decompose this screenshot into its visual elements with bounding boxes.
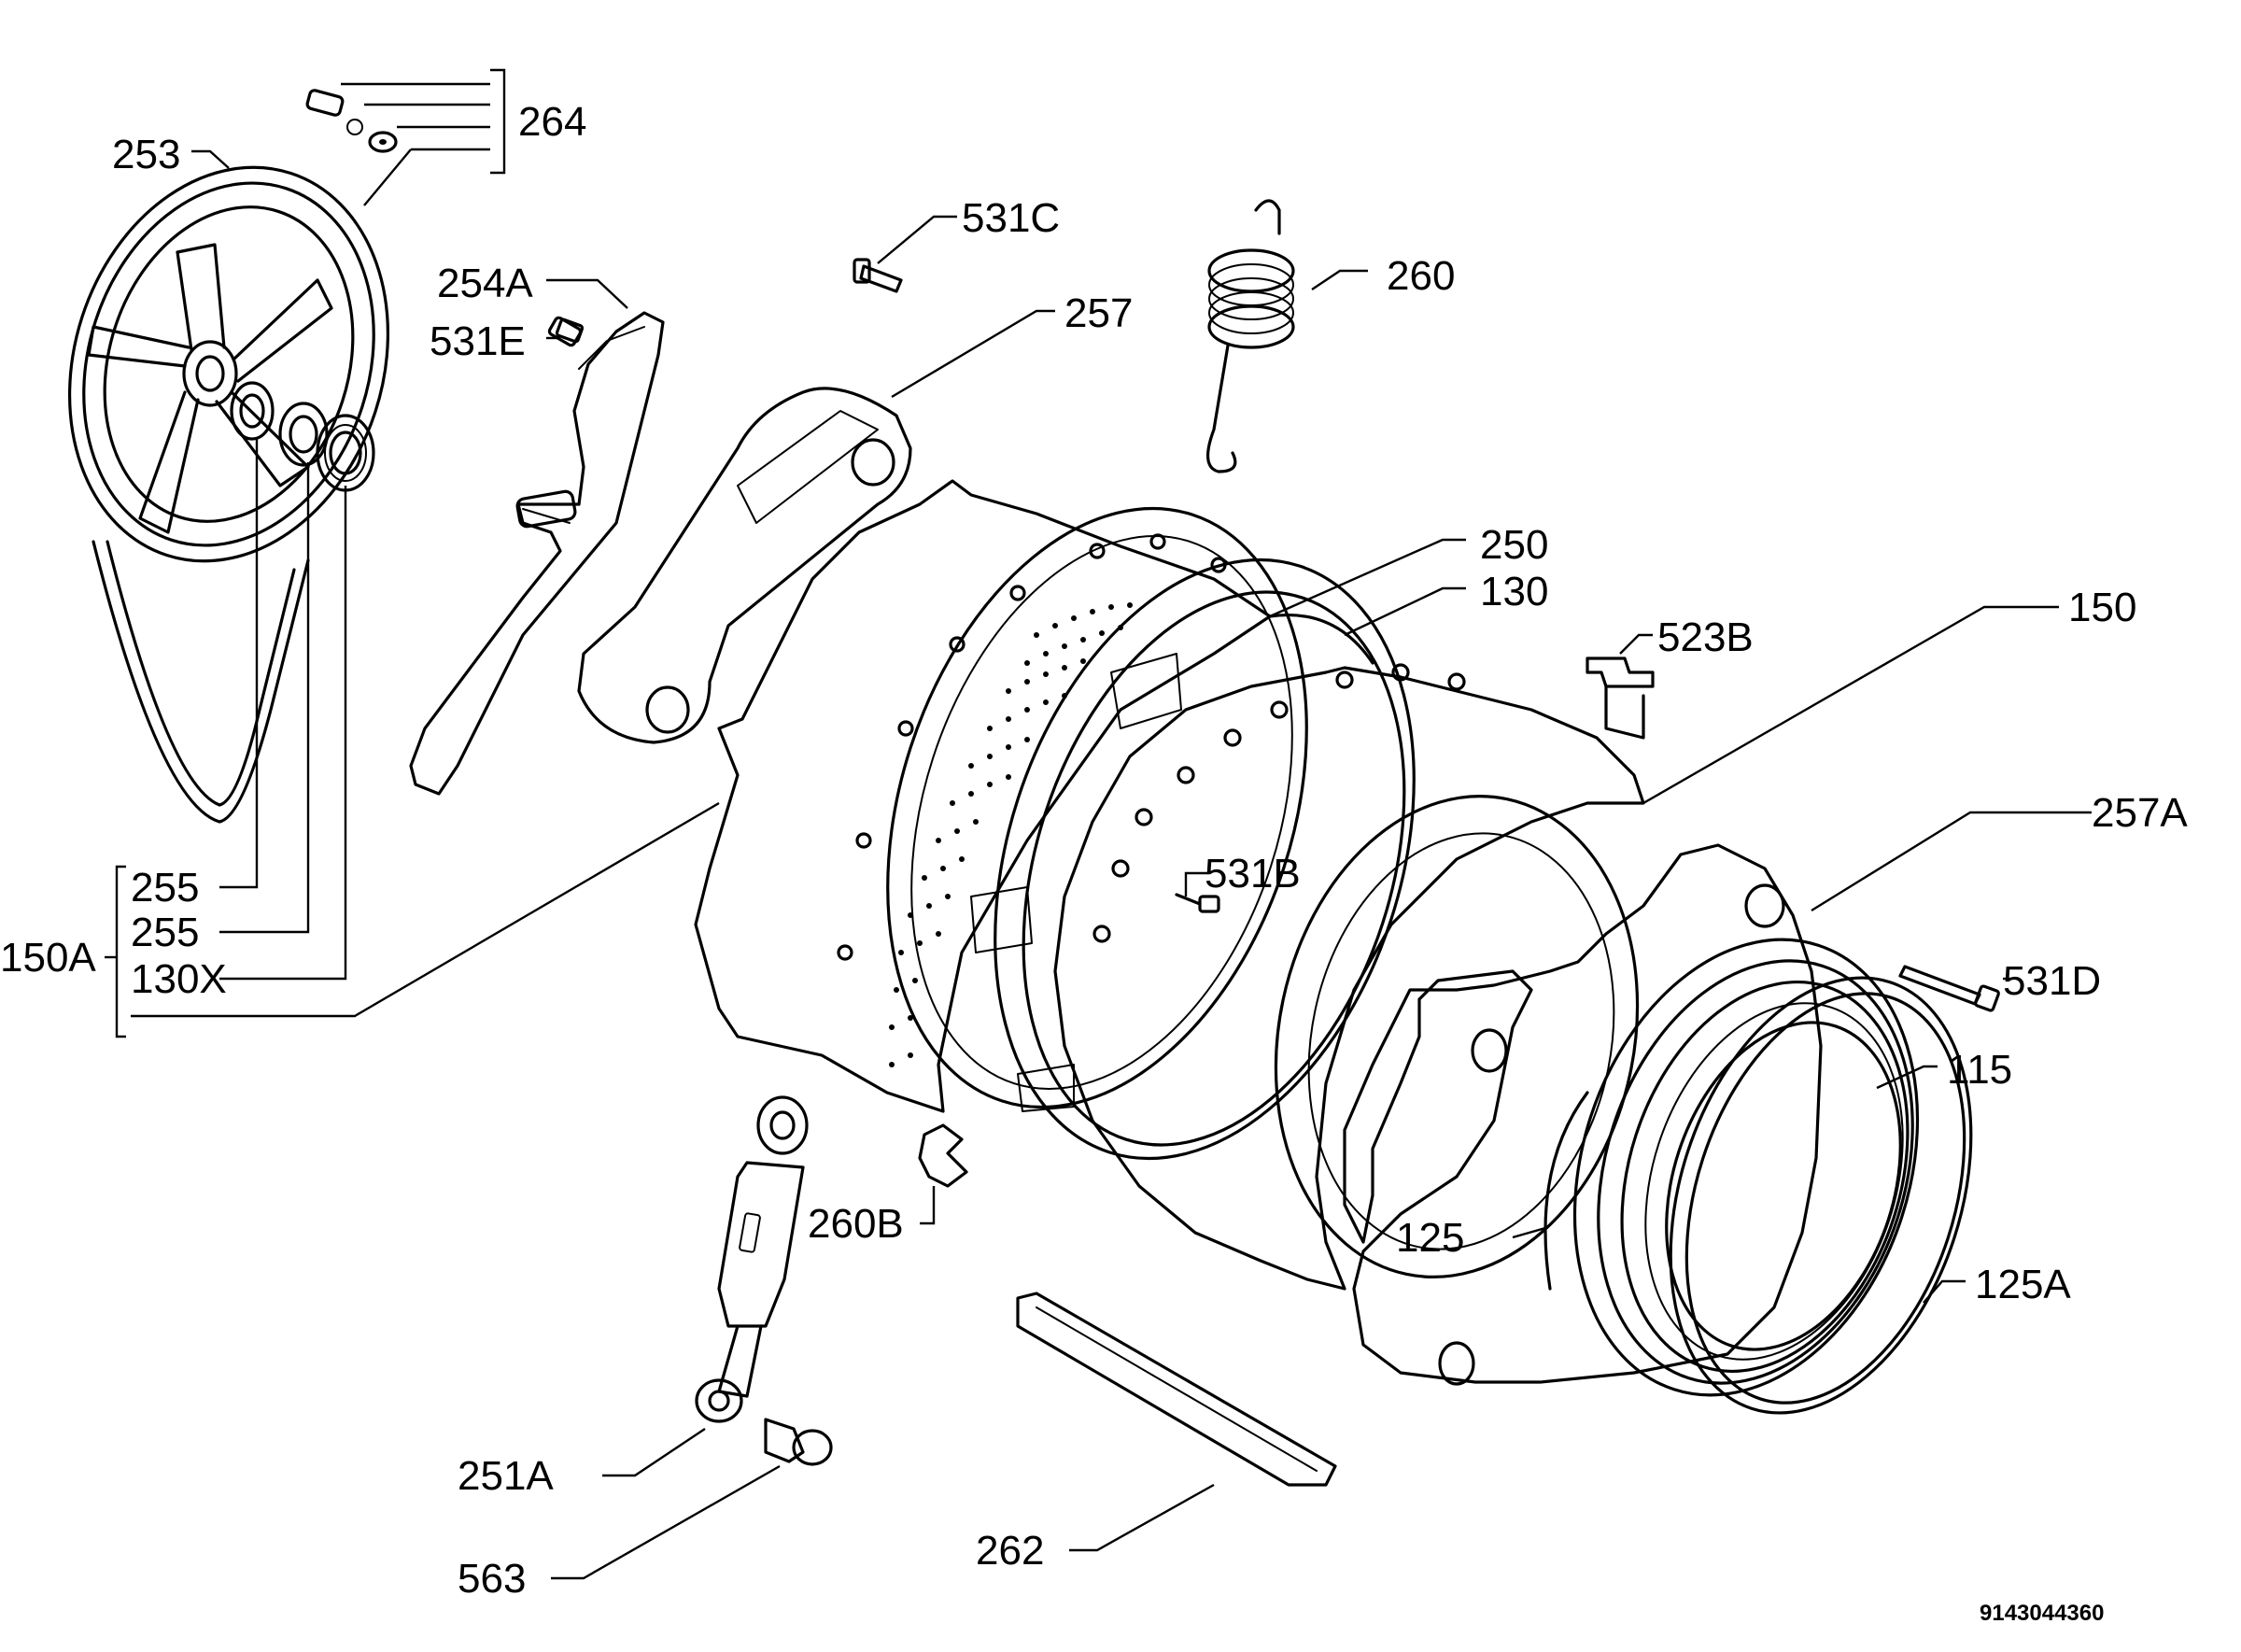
screw-531e	[555, 318, 585, 344]
screw-531d	[1898, 965, 2000, 1012]
label-264: 264	[518, 99, 586, 145]
rear-tub-250	[694, 479, 1308, 1113]
label-257a: 257A	[2092, 790, 2188, 836]
spring-260	[1206, 199, 1295, 473]
label-531b: 531B	[1205, 851, 1301, 897]
drum-spider-254a	[409, 311, 665, 796]
label-523b: 523B	[1657, 614, 1754, 660]
label-253: 253	[112, 132, 180, 177]
front-tub-rim-bolts	[1092, 663, 1466, 943]
label-130x: 130X	[131, 956, 227, 1002]
label-130: 130	[1480, 569, 1548, 614]
label-255-second: 255	[131, 910, 199, 955]
clamp-ring-125	[1543, 1091, 1589, 1291]
clip-523b	[1586, 657, 1655, 740]
drawing-number: 9143044360	[1980, 1601, 2104, 1626]
label-115: 115	[1947, 1047, 2012, 1093]
drum-130	[889, 558, 1416, 1161]
pulley-253	[67, 165, 390, 824]
counterweight-257	[577, 387, 912, 744]
drum-perforations	[889, 602, 1133, 1067]
rear-tub-bolts	[837, 533, 1227, 961]
label-531c: 531C	[962, 195, 1060, 241]
label-150: 150	[2068, 585, 2136, 630]
bearing-seal-set	[230, 381, 375, 492]
part-labels: 264 253 254A 531E 531C 260 257 250 130 5…	[0, 99, 2188, 1626]
label-260b: 260B	[808, 1201, 904, 1247]
shock-absorber-251a	[695, 1095, 809, 1423]
screw-531c	[853, 258, 903, 293]
leader-lines	[105, 68, 2092, 1580]
label-251a: 251A	[458, 1453, 554, 1499]
label-260: 260	[1387, 253, 1455, 299]
spoiler-262	[1016, 1292, 1337, 1487]
label-125a: 125A	[1975, 1262, 2071, 1307]
label-531d: 531D	[2003, 958, 2101, 1004]
label-250: 250	[1480, 522, 1548, 568]
bolt-563	[764, 1418, 833, 1466]
label-262: 262	[976, 1528, 1044, 1574]
label-125: 125	[1396, 1215, 1464, 1261]
clamp-ring-125a	[1669, 976, 1973, 1415]
screw-set-264	[305, 89, 398, 153]
door-seal-115	[1572, 938, 1920, 1397]
clip-260b	[918, 1123, 968, 1188]
label-563: 563	[458, 1556, 526, 1602]
label-255-first: 255	[131, 865, 199, 911]
label-150a: 150A	[0, 935, 96, 981]
front-tub-150	[1053, 663, 1645, 1291]
screw-531b	[1175, 893, 1220, 913]
counterweight-257a	[1343, 843, 1823, 1386]
label-254a: 254A	[437, 261, 533, 306]
drum-lifters	[970, 653, 1182, 1112]
label-531e: 531E	[430, 318, 526, 364]
label-257: 257	[1064, 290, 1133, 336]
